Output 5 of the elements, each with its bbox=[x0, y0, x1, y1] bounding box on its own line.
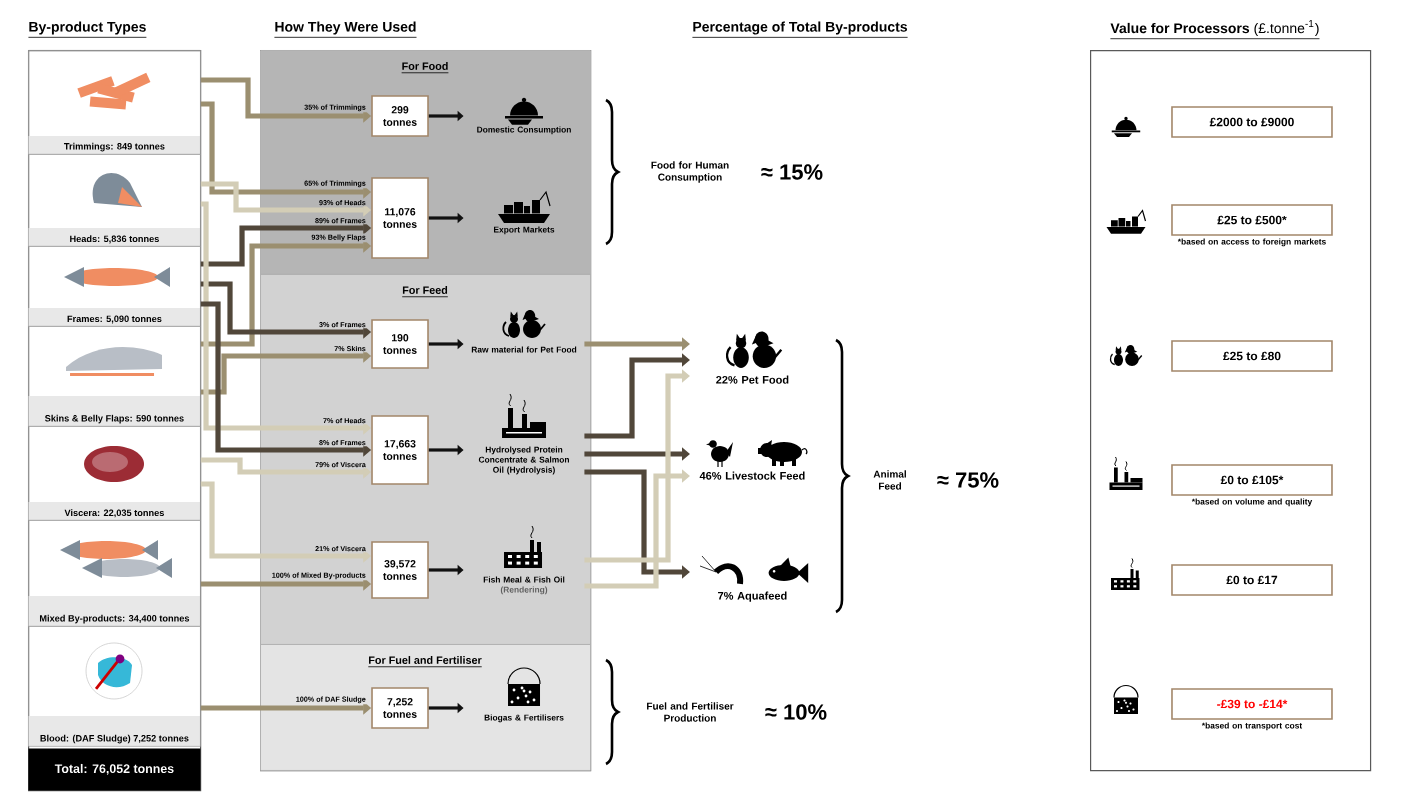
percentage-label: ≈ 15% bbox=[761, 164, 823, 180]
arrow bbox=[584, 369, 690, 563]
percentage-label: ≈ 75% bbox=[937, 472, 999, 488]
percentage-label: ≈ 10% bbox=[765, 704, 827, 720]
arrow bbox=[584, 353, 690, 439]
